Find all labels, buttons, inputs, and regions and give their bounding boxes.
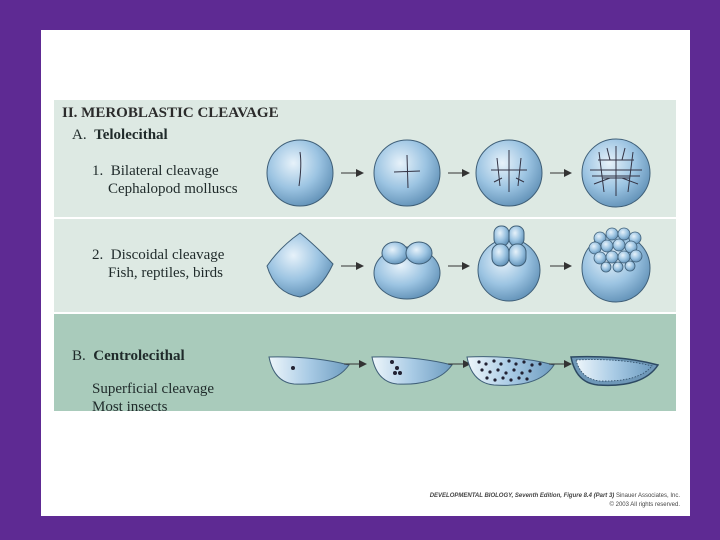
figure-credit: DEVELOPMENTAL BIOLOGY, Seventh Edition, … <box>430 492 680 510</box>
superficial-stage-1 <box>269 357 349 384</box>
cleavage-illustrations <box>54 100 676 411</box>
slide: II. MEROBLASTIC CLEAVAGE A. Telolecithal… <box>41 30 690 516</box>
credit-publisher: Sinauer Associates, Inc. <box>616 493 680 499</box>
discoidal-stage-3 <box>478 226 540 301</box>
figure-meroblastic-cleavage: II. MEROBLASTIC CLEAVAGE A. Telolecithal… <box>54 100 676 411</box>
bilateral-stage-4 <box>582 139 650 207</box>
credit-copyright: © 2003 All rights reserved. <box>430 501 680 510</box>
discoidal-stage-2 <box>374 242 440 299</box>
credit-title: DEVELOPMENTAL BIOLOGY, Seventh Edition, … <box>430 493 615 499</box>
discoidal-stage-1 <box>267 233 333 297</box>
superficial-stage-4 <box>571 357 658 386</box>
bilateral-stage-3 <box>476 140 542 206</box>
bilateral-stage-2 <box>374 140 440 206</box>
superficial-stage-3 <box>467 357 554 386</box>
discoidal-stage-4 <box>582 228 650 302</box>
superficial-stage-2 <box>372 357 452 384</box>
bilateral-stage-1 <box>267 140 333 206</box>
